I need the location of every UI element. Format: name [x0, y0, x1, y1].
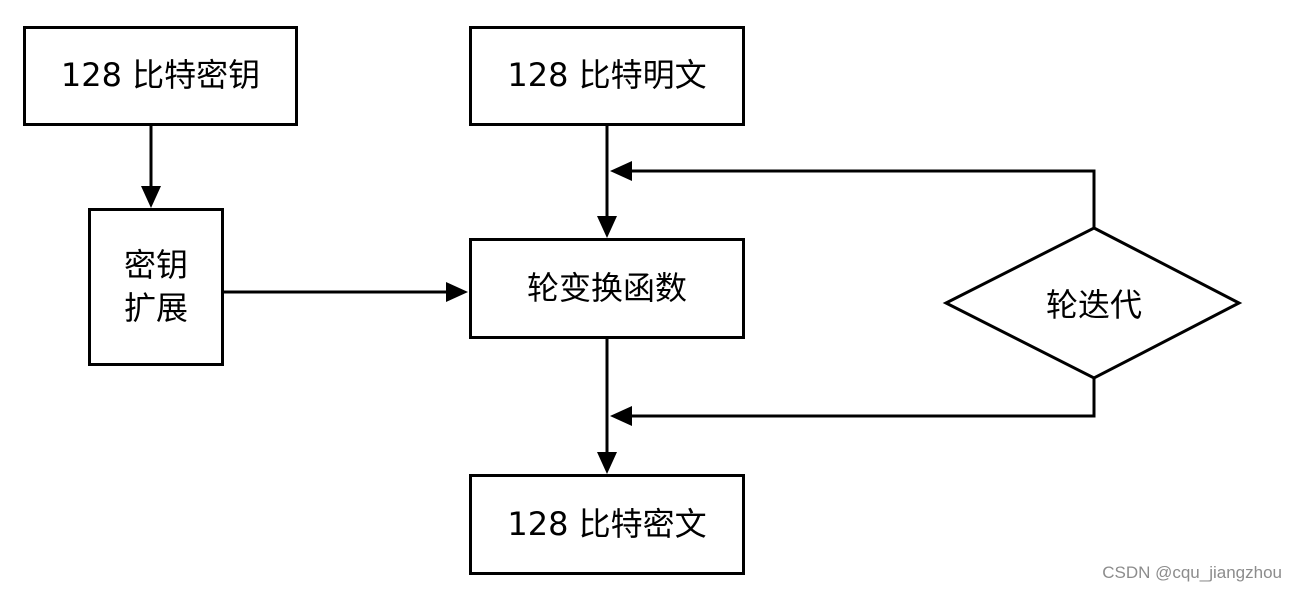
watermark: CSDN @cqu_jiangzhou [1102, 563, 1282, 582]
round-iteration-diamond [942, 226, 1243, 380]
edge-iteration-loop-top [632, 169, 1096, 228]
key-expansion-box: 密钥 扩展 [88, 208, 224, 366]
plaintext-box: 128 比特明文 [469, 26, 745, 126]
ciphertext-box: 128 比特密文 [469, 474, 745, 575]
arrowhead-round-to-ciphertext [597, 452, 617, 474]
arrowhead-iteration-loop-top [610, 161, 632, 181]
key-expansion-label-line2: 扩展 [123, 289, 188, 327]
ciphertext-label: 128 比特密文 [507, 504, 707, 543]
arrowhead-expansion-to-round [446, 282, 468, 302]
round-function-label: 轮变换函数 [526, 268, 687, 307]
round-iteration-label-container: 轮迭代 [990, 278, 1198, 328]
round-iteration-label: 轮迭代 [1045, 286, 1142, 324]
plaintext-label: 128 比特明文 [507, 56, 707, 95]
arrowhead-key-to-expansion [141, 186, 161, 208]
arrowhead-plaintext-to-round [597, 216, 617, 238]
key-label: 128 比特密钥 [60, 56, 261, 95]
key-expansion-label-line1: 密钥 [123, 245, 188, 284]
key-box: 128 比特密钥 [23, 26, 298, 126]
edge-iteration-loop-bottom [632, 378, 1096, 418]
arrowhead-iteration-loop-bottom [610, 406, 632, 426]
round-function-box: 轮变换函数 [469, 238, 745, 339]
